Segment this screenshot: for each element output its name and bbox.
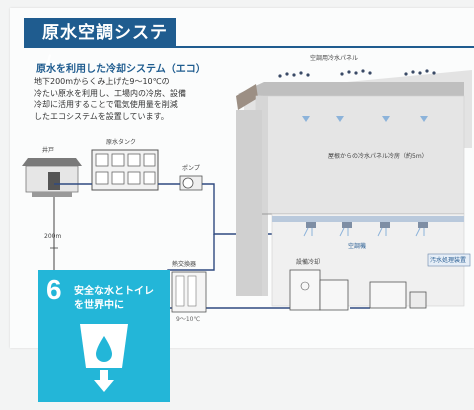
hall-label: 屋根からの冷水パネル冷房（約5m） bbox=[328, 152, 428, 160]
equipment-label: 設備冷却 bbox=[296, 258, 320, 266]
machine bbox=[369, 281, 427, 309]
panels-label: 空調用冷水パネル bbox=[310, 54, 358, 62]
pump bbox=[179, 175, 203, 191]
title-rule bbox=[176, 46, 474, 48]
temperature-caption: 9～10℃ bbox=[176, 316, 201, 323]
info-panel: 原水空調システム 原水を利用した冷却システム（エコ） 地下200mからくみ上げた… bbox=[10, 8, 474, 348]
panel-description: 地下200mからくみ上げた9～10℃の 冷たい原水を利用し、工場内の冷房、設備 … bbox=[34, 76, 214, 122]
raw-water-tank bbox=[91, 149, 159, 191]
sdg-number: 6 bbox=[46, 274, 62, 305]
treatment-tag bbox=[427, 253, 471, 267]
heat-exchanger bbox=[171, 271, 207, 313]
sdg-goal-6-badge: 6 安全な水とトイレ を世界中に bbox=[38, 270, 170, 402]
treatment-label: 汚水処理装置 bbox=[430, 256, 466, 264]
panel-subtitle: 原水を利用した冷却システム（エコ） bbox=[36, 64, 206, 75]
water-glass-icon bbox=[80, 324, 128, 392]
cold-air-arrows bbox=[302, 116, 428, 122]
equipment-unit bbox=[289, 269, 349, 311]
sdg-title-line1: 安全な水とトイレ bbox=[74, 286, 154, 297]
well-label: 井戸 bbox=[42, 146, 54, 154]
ducts bbox=[272, 216, 464, 237]
well-house bbox=[22, 158, 82, 197]
heat-exchanger-label: 熱交換器 bbox=[172, 260, 196, 268]
ac-unit-label: 空調機 bbox=[348, 242, 366, 250]
cooling-system-diagram: 井戸 200m 原水タンク ポンプ bbox=[22, 54, 472, 313]
description-line: 冷たい原水を利用し、工場内の冷房、設備 bbox=[34, 88, 186, 98]
sdg-title-line2: を世界中に bbox=[74, 300, 124, 311]
cooling-panels bbox=[278, 69, 436, 78]
description-line: したエコシステムを設置しています。 bbox=[34, 111, 169, 121]
description-line: 地下200mからくみ上げた9～10℃の bbox=[34, 77, 170, 86]
pump-label: ポンプ bbox=[182, 164, 200, 172]
tank-label: 原水タンク bbox=[106, 138, 136, 146]
factory-building bbox=[236, 70, 472, 307]
description-line: 冷却に活用することで電気使用量を削減 bbox=[34, 100, 178, 109]
depth-label: 200m bbox=[44, 233, 61, 240]
panel-title: 原水空調システム bbox=[24, 18, 176, 73]
